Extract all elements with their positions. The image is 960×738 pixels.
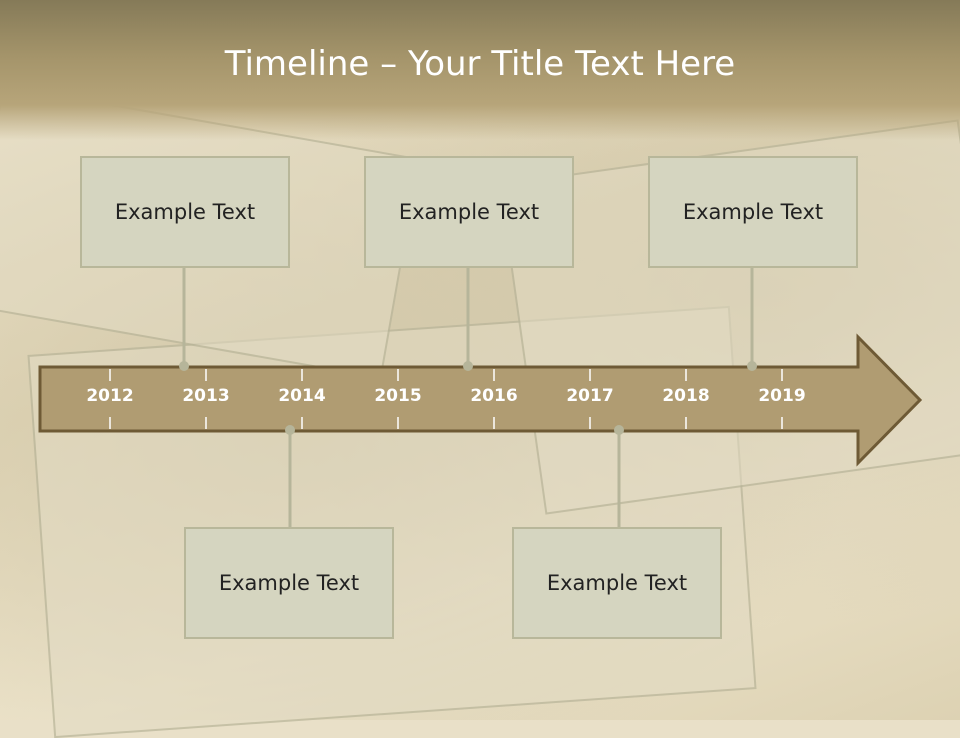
event-box[interactable]: Example Text	[184, 527, 394, 639]
connector-dot	[614, 425, 624, 435]
timeline-graphic	[38, 268, 923, 528]
year-label: 2015	[374, 386, 422, 406]
event-box[interactable]: Example Text	[512, 527, 722, 639]
connector-dot	[285, 425, 295, 435]
event-box[interactable]: Example Text	[648, 156, 858, 268]
year-label: 2013	[182, 386, 230, 406]
connector-dot	[463, 361, 473, 371]
year-label: 2016	[470, 386, 518, 406]
year-ticks	[109, 369, 783, 429]
timeline-arrow	[38, 333, 923, 467]
connector-dot	[179, 361, 189, 371]
event-box[interactable]: Example Text	[80, 156, 290, 268]
year-label: 2017	[566, 386, 614, 406]
year-label: 2019	[758, 386, 806, 406]
year-label: 2012	[86, 386, 134, 406]
slide-title: Timeline – Your Title Text Here	[224, 44, 736, 84]
title-band	[0, 0, 960, 140]
connector-dot	[747, 361, 757, 371]
year-label: 2018	[662, 386, 710, 406]
event-box[interactable]: Example Text	[364, 156, 574, 268]
year-label: 2014	[278, 386, 326, 406]
